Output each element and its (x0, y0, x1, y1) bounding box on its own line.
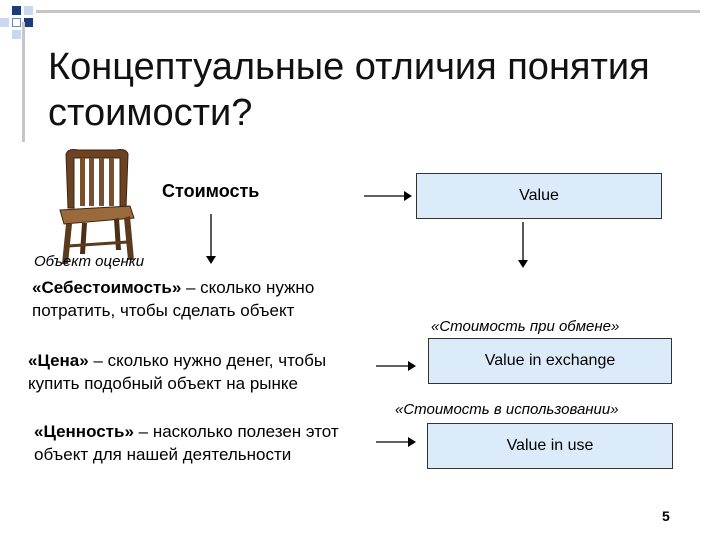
header-rule (36, 10, 700, 13)
cost-price-term: «Себестоимость» (32, 278, 182, 297)
cost-price-text: – сколько нужно потратить, чтобы сделать… (32, 278, 315, 320)
arrow-right-icon (364, 191, 412, 201)
value-in-exchange-label: Value in exchange (484, 352, 616, 369)
cost-price-item: «Себестоимость» – сколько нужно потратит… (32, 276, 362, 322)
worth-text: – насколько полезен этот объект для наше… (34, 422, 339, 464)
side-rule (22, 22, 25, 142)
page-number: 5 (662, 508, 670, 524)
chair-icon (59, 149, 135, 264)
price-item: «Цена» – сколько нужно денег, чтобы купи… (28, 349, 368, 395)
cost-heading: Стоимость (162, 181, 260, 201)
arrow-down-icon (206, 214, 216, 264)
price-term: «Цена» (28, 351, 89, 370)
price-text: – сколько нужно денег, чтобы купить подо… (28, 351, 327, 393)
slide-title: Концептуальные отличия понятия стоимости… (48, 46, 650, 134)
value-box: Value (416, 173, 662, 219)
arrow-down-icon (518, 222, 528, 268)
value-box-label: Value (519, 187, 559, 204)
worth-term: «Ценность» (34, 422, 134, 441)
value-in-use-box: Value in use (427, 423, 673, 469)
value-in-use-label: Value in use (506, 437, 594, 454)
value-in-exchange-box: Value in exchange (428, 338, 672, 384)
arrow-right-icon (376, 361, 416, 371)
worth-item: «Ценность» – насколько полезен этот объе… (34, 420, 364, 466)
use-label: «Стоимость в использовании» (395, 401, 619, 418)
arrow-right-icon (376, 437, 416, 447)
exchange-label: «Стоимость при обмене» (431, 318, 620, 335)
object-label: Объект оценки (34, 253, 145, 270)
